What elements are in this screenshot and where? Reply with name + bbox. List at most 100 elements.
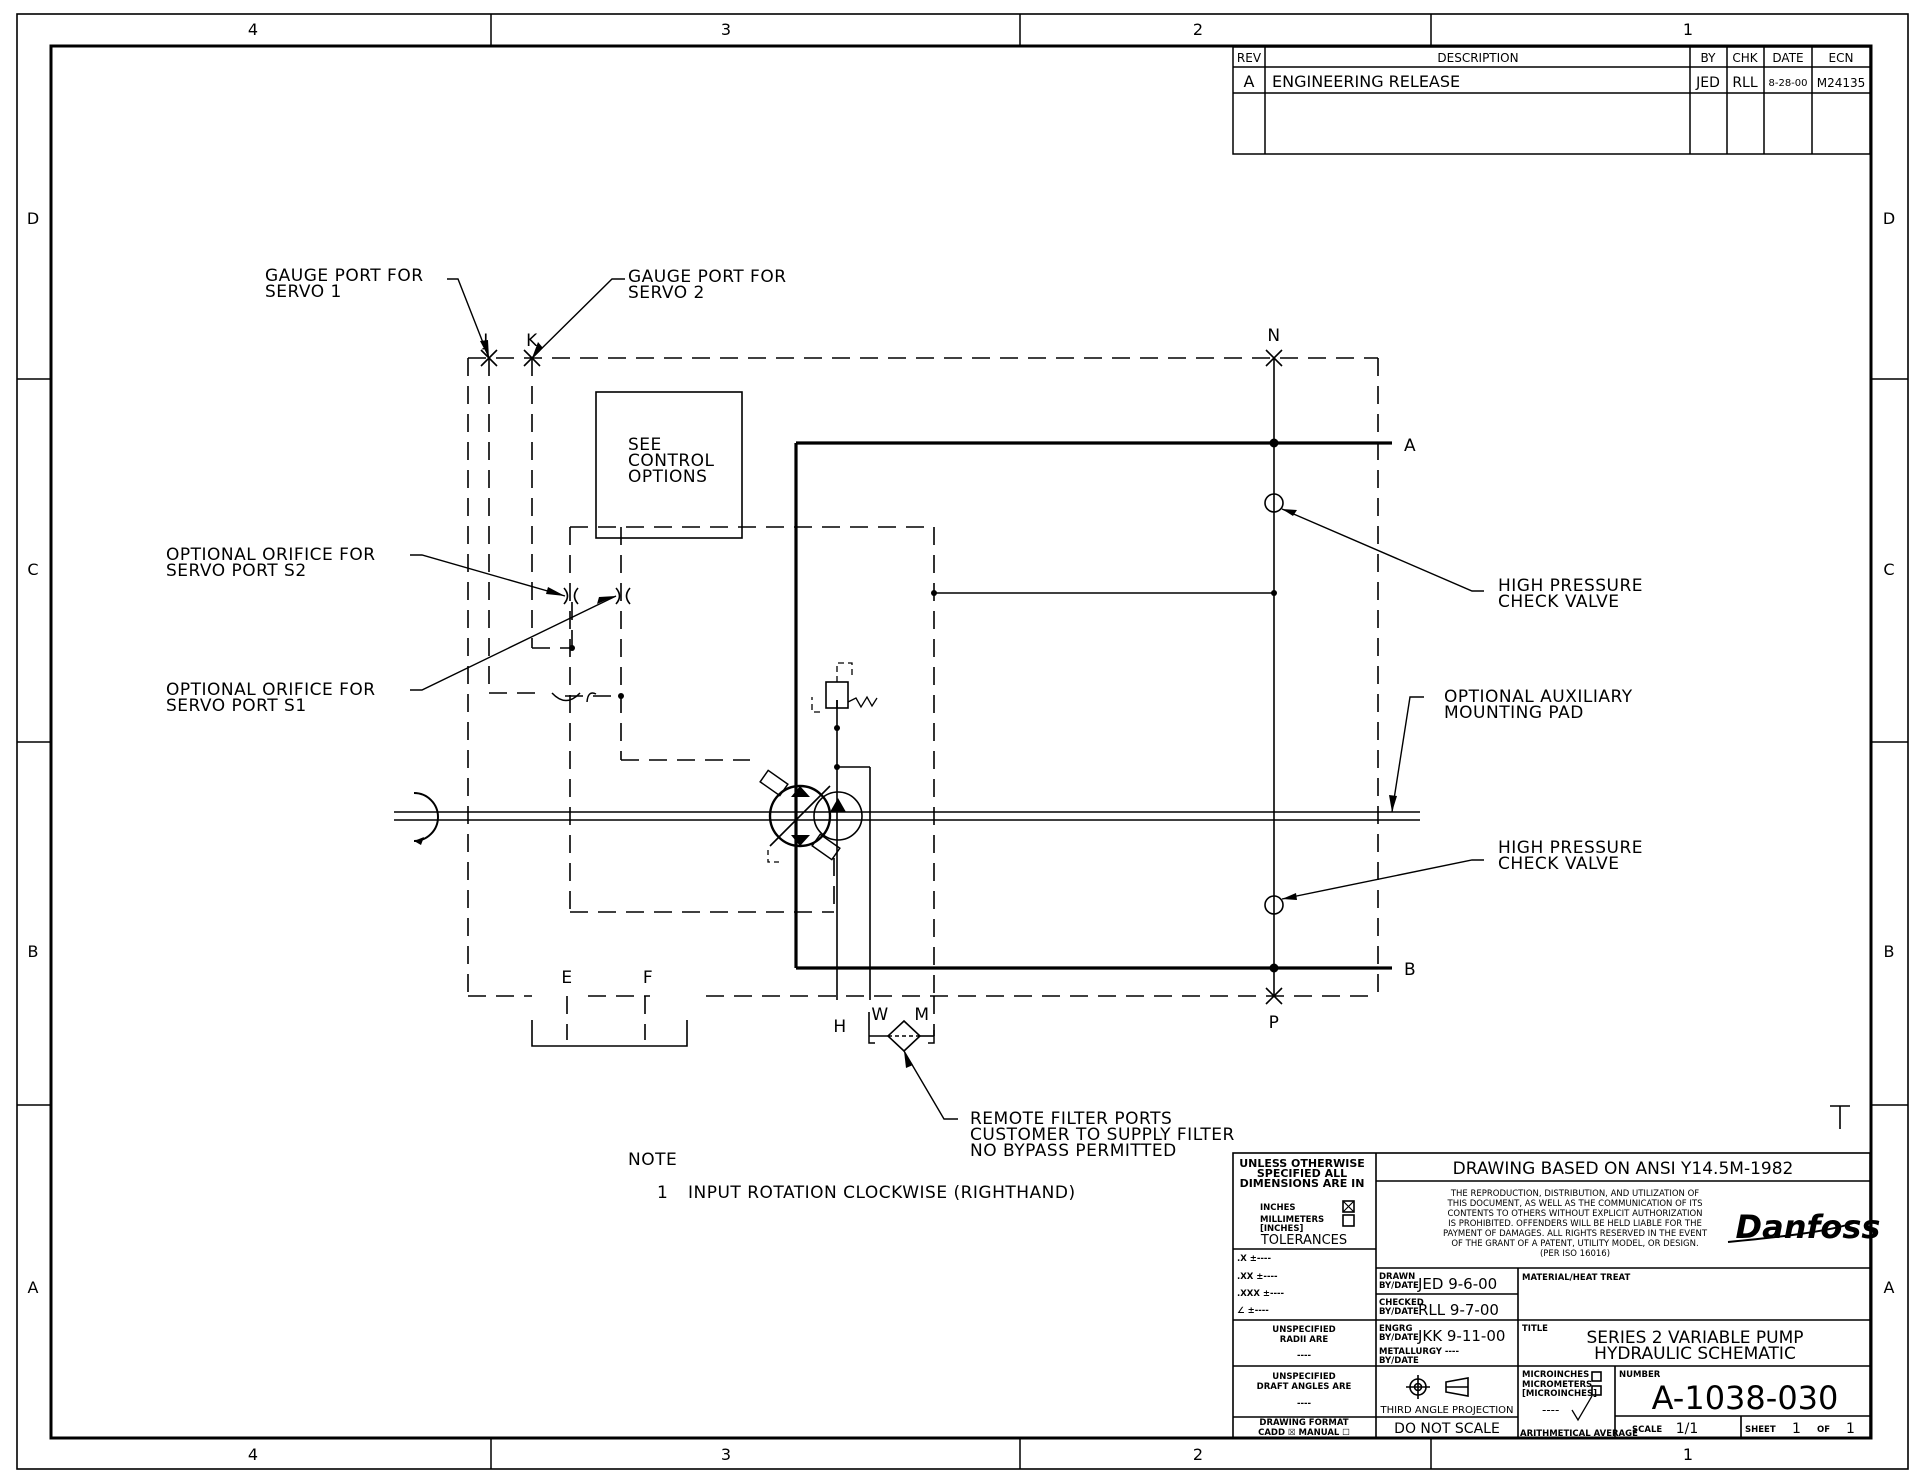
zone-row-a: A (28, 1278, 39, 1297)
scale-label: SCALE (1632, 1425, 1662, 1435)
title-line1: SERIES 2 VARIABLE PUMP (1586, 1328, 1803, 1348)
zone-row-b-right: B (1884, 942, 1895, 961)
port-w-label: W (871, 1005, 888, 1025)
hpcv-top-line1: HIGH PRESSURE (1498, 576, 1643, 596)
of-label: OF (1817, 1425, 1830, 1435)
t-mark (1830, 1105, 1850, 1129)
inches-label: INCHES (1260, 1203, 1296, 1213)
finish-label-3: [MICROINCHES] (1522, 1389, 1597, 1399)
gauge2-line2: SERVO 2 (628, 283, 705, 303)
zone-row-d-right: D (1883, 209, 1895, 228)
checked-value: RLL 9-7-00 (1418, 1301, 1499, 1319)
control-line3: OPTIONS (628, 467, 707, 487)
port-m-label: M (914, 1005, 929, 1025)
material-label: MATERIAL/HEAT TREAT (1522, 1273, 1630, 1283)
zone-col-3: 3 (721, 20, 731, 39)
units-line2: SPECIFIED ALL (1257, 1167, 1347, 1180)
revision-block: REV DESCRIPTION BY CHK DATE ECN A ENGINE… (1232, 46, 1871, 155)
legal-line2: THIS DOCUMENT, AS WELL AS THE COMMUNICAT… (1447, 1199, 1703, 1209)
units-line3: DIMENSIONS ARE IN (1240, 1177, 1365, 1190)
legal-line3: CONTENTS TO OTHERS WITHOUT EXPLICIT AUTH… (1447, 1209, 1702, 1219)
orifice-s2-line1: OPTIONAL ORIFICE FOR (166, 545, 376, 565)
danfoss-logo: Danfoss (1727, 1208, 1881, 1246)
finish-value: ---- (1542, 1403, 1559, 1417)
port-k-label: K (526, 331, 538, 351)
rev-ecn: M24135 (1817, 76, 1866, 90)
legal-line7: (PER ISO 16016) (1540, 1249, 1610, 1259)
metallurgy-label-2: BY/DATE (1379, 1356, 1419, 1366)
schematic-labels: GAUGE PORT FOR SERVO 1 GAUGE PORT FOR SE… (166, 266, 1643, 1203)
case-boundary (467, 357, 1379, 1040)
finish-check-icon (1571, 1395, 1593, 1422)
drawing-number: A-1038-030 (1652, 1379, 1839, 1417)
zone-labels: 4 3 2 1 4 3 2 1 D C B A D C B A (27, 20, 1895, 1464)
orifice-s2 (563, 587, 579, 605)
zone-col-3-bottom: 3 (721, 1445, 731, 1464)
control-line2: CONTROL (628, 451, 715, 471)
title-line2: HYDRAULIC SCHEMATIC (1594, 1344, 1796, 1364)
gauge1-line2: SERVO 1 (265, 282, 342, 302)
port-n-marker (1265, 349, 1283, 367)
port-h-label: H (833, 1017, 846, 1037)
ecn-header: ECN (1829, 51, 1854, 65)
zone-row-d: D (27, 209, 39, 228)
zone-col-2-bottom: 2 (1193, 1445, 1203, 1464)
tol-x: .X ±---- (1237, 1254, 1271, 1264)
rev-chk: RLL (1732, 75, 1758, 91)
tol-angle: ∠ ±---- (1237, 1306, 1269, 1316)
port-p-label: P (1269, 1013, 1280, 1033)
port-e-label: E (561, 968, 572, 988)
radii-line1: UNSPECIFIED (1272, 1325, 1335, 1335)
leader-lines (410, 278, 1484, 1120)
millimeters-label: MILLIMETERS (1260, 1215, 1324, 1225)
orifice-s1-line2: SERVO PORT S1 (166, 696, 307, 716)
sheet-label: SHEET (1745, 1425, 1776, 1435)
number-label: NUMBER (1619, 1370, 1661, 1380)
aux-pad-line2: MOUNTING PAD (1444, 703, 1584, 723)
draft-line2: DRAFT ANGLES ARE (1257, 1382, 1352, 1392)
sheet-frame (16, 13, 1909, 1470)
orifice-s1 (615, 587, 631, 605)
draft-line3: ---- (1297, 1399, 1312, 1409)
sheet-value: 1 (1792, 1421, 1801, 1437)
note-1-text: INPUT ROTATION CLOCKWISE (RIGHTHAND) (688, 1183, 1076, 1203)
gauge2-line1: GAUGE PORT FOR (628, 267, 787, 287)
control-options-box (595, 391, 743, 539)
legal-line6: OF THE GRANT OF A PATENT, UTILITY MODEL,… (1451, 1239, 1698, 1249)
port-f-label: F (643, 968, 653, 988)
drawn-value: JED 9-6-00 (1417, 1275, 1497, 1293)
date-header: DATE (1772, 51, 1803, 65)
legal-line5: PAYMENT OF DAMAGES. ALL RIGHTS RESERVED … (1443, 1229, 1708, 1239)
zone-row-c: C (27, 560, 38, 579)
drawn-label-2: BY/DATE (1379, 1281, 1419, 1291)
aux-pad-line1: OPTIONAL AUXILIARY (1444, 687, 1633, 707)
title-label: TITLE (1522, 1324, 1548, 1334)
engrg-label-2: BY/DATE (1379, 1333, 1419, 1343)
svg-text:Danfoss: Danfoss (1736, 1208, 1881, 1246)
chk-header: CHK (1732, 51, 1758, 65)
gauge1-line1: GAUGE PORT FOR (265, 266, 424, 286)
by-header: BY (1701, 51, 1717, 65)
hpcv-bottom-line2: CHECK VALVE (1498, 854, 1619, 874)
checked-label-2: BY/DATE (1379, 1307, 1419, 1317)
zone-col-2: 2 (1193, 20, 1203, 39)
filter-line3: NO BYPASS PERMITTED (970, 1141, 1177, 1161)
zone-row-c-right: C (1883, 560, 1894, 579)
format-line1: DRAWING FORMAT (1259, 1418, 1348, 1428)
finish-label-1: MICROINCHES (1522, 1370, 1589, 1380)
hydraulic-schematic (394, 278, 1484, 1120)
tol-xx: .XX ±---- (1237, 1272, 1278, 1282)
port-a-label: A (1404, 436, 1416, 456)
metallurgy-label-1: METALLURGY ---- (1379, 1347, 1459, 1357)
engrg-value: JKK 9-11-00 (1417, 1327, 1505, 1345)
scale-value: 1/1 (1676, 1421, 1699, 1437)
engrg-label-1: ENGRG (1379, 1324, 1412, 1334)
port-j-label: J (482, 331, 489, 351)
projection-label: THIRD ANGLE PROJECTION (1379, 1405, 1513, 1416)
rev-value: A (1244, 72, 1255, 91)
tol-xxx: .XXX ±---- (1237, 1289, 1285, 1299)
note-heading: NOTE (628, 1150, 677, 1170)
port-n-label: N (1267, 326, 1280, 346)
check-valve-top (1264, 493, 1284, 513)
checked-label-1: CHECKED (1379, 1298, 1424, 1308)
